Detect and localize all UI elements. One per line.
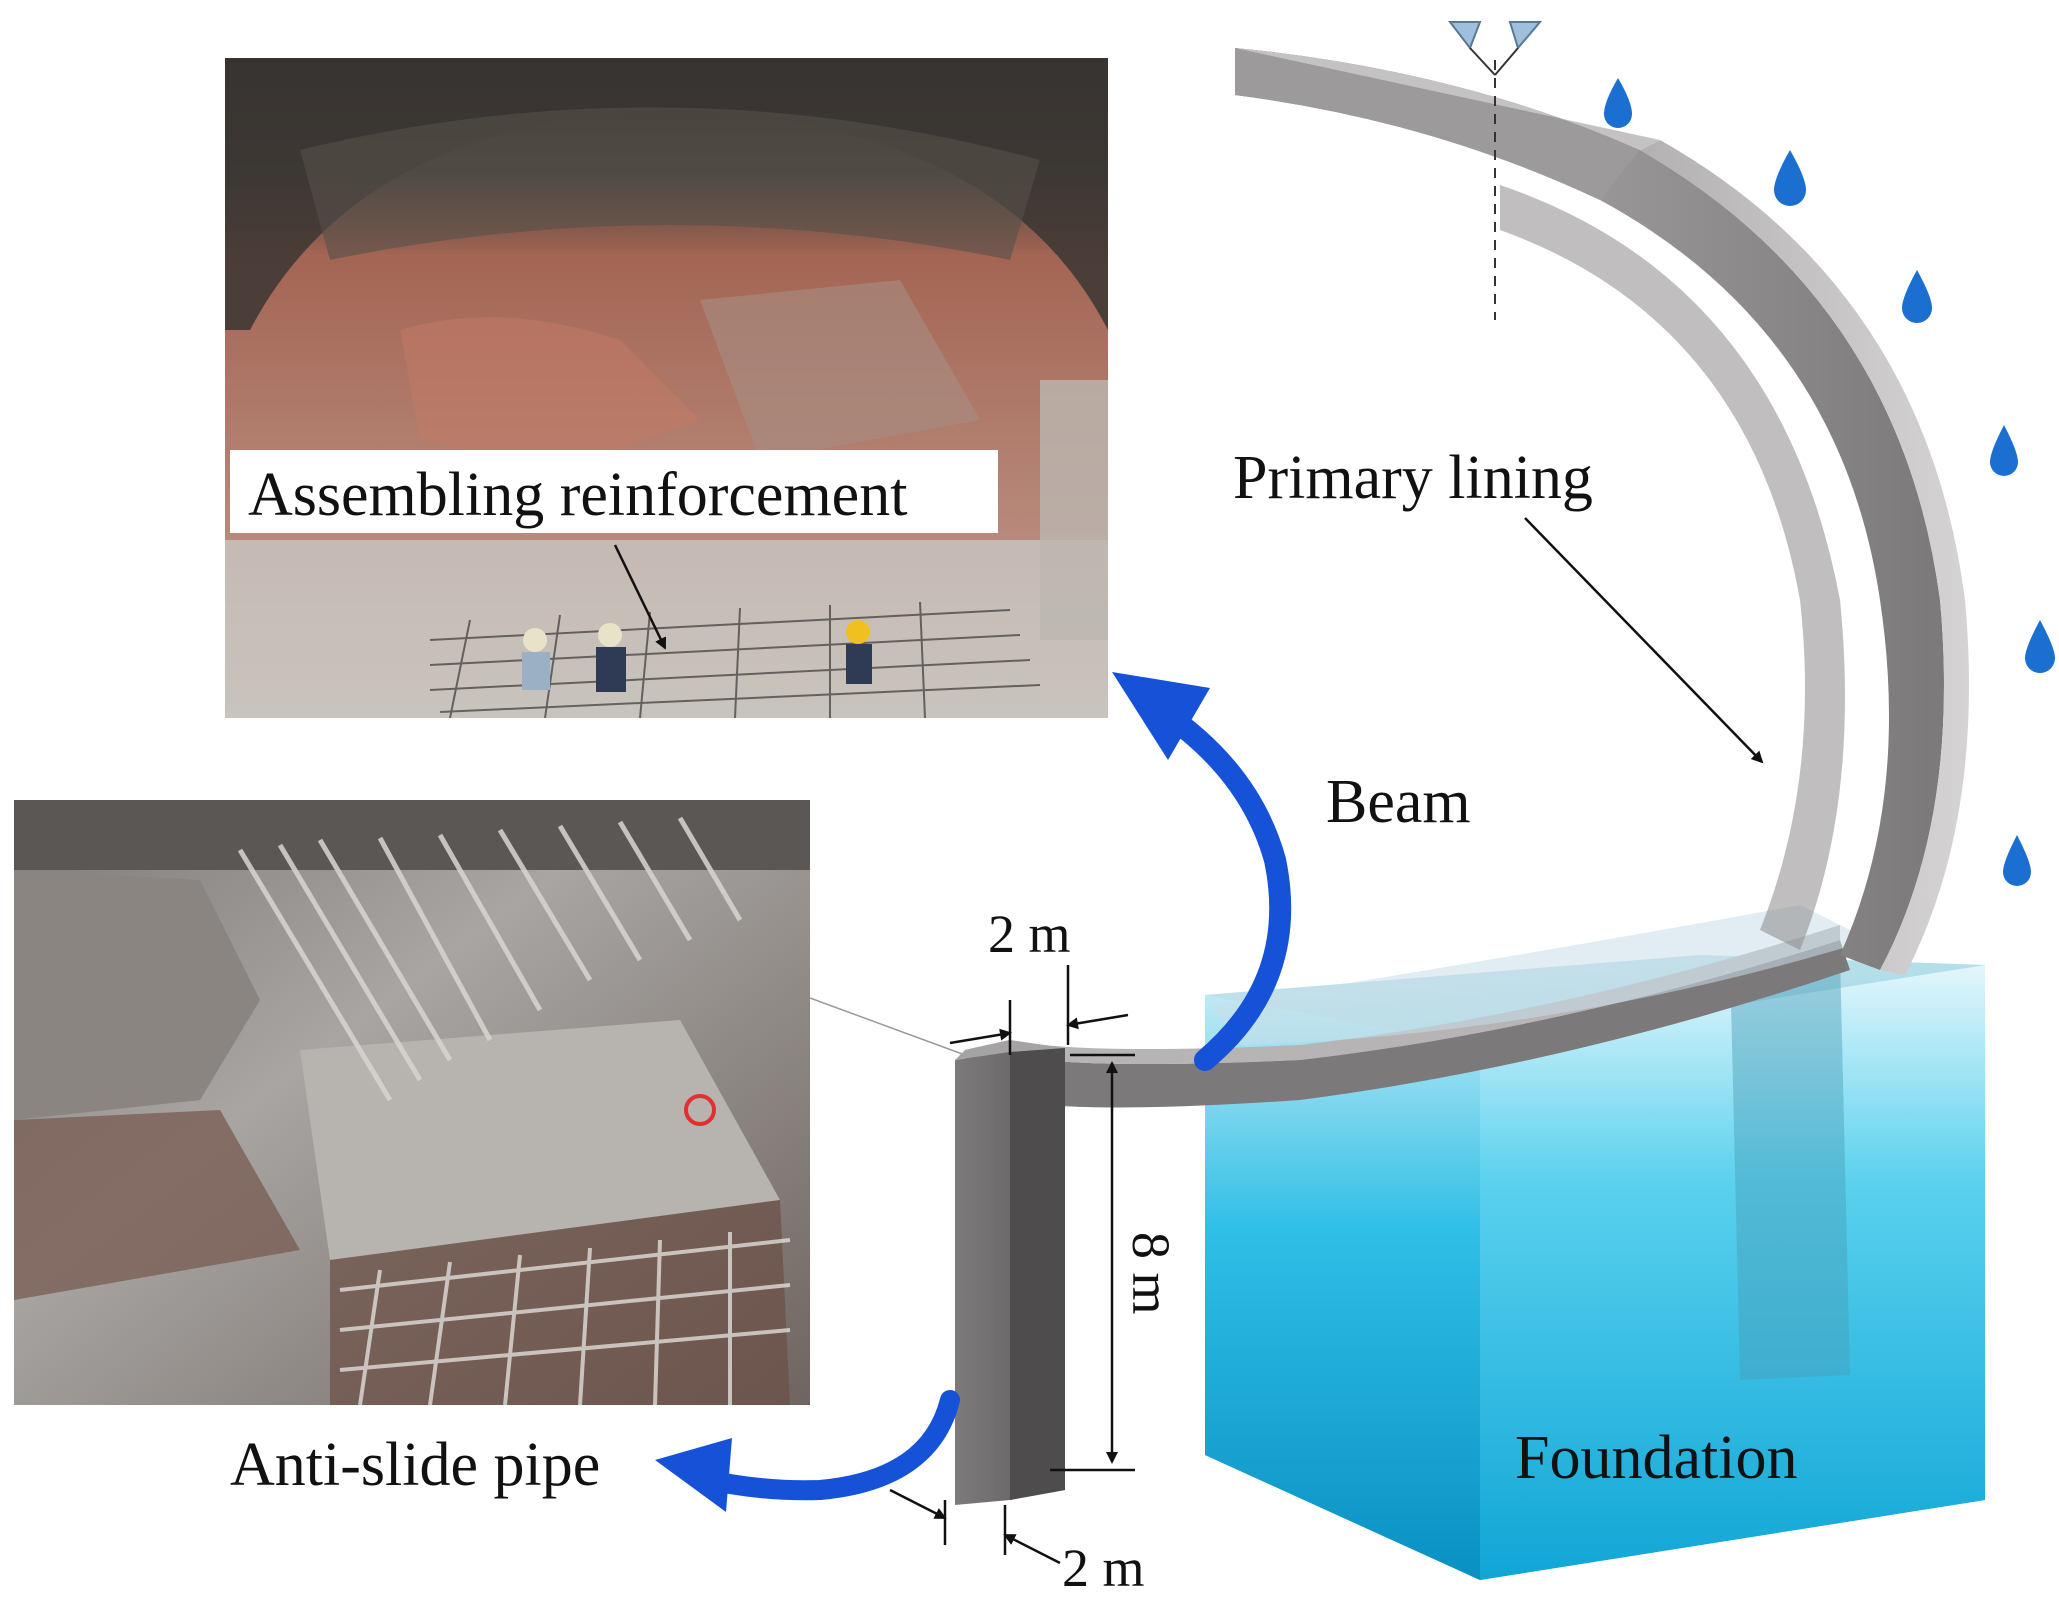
label-dim-height: 8 m bbox=[1121, 1232, 1181, 1315]
water-drop-icon bbox=[2003, 835, 2031, 886]
water-drops bbox=[1604, 78, 2055, 886]
reinforcement-pointer-line bbox=[613, 544, 667, 650]
foundation-block bbox=[1205, 955, 1985, 1580]
label-primary-lining: Primary lining bbox=[1233, 444, 1593, 512]
label-anti-slide-pipe: Anti-slide pipe bbox=[230, 1431, 600, 1499]
dimension-height bbox=[1050, 1053, 1135, 1472]
anti-slide-pipe-arrow bbox=[655, 1390, 960, 1512]
triangle-marker-icon bbox=[1447, 21, 1543, 320]
water-drop-icon bbox=[2025, 620, 2055, 673]
label-assembling-reinforcement: Assembling reinforcement bbox=[248, 461, 907, 529]
worker-figures bbox=[522, 620, 872, 692]
photo-assembling-reinforcement bbox=[225, 58, 1108, 719]
water-drop-icon bbox=[1902, 270, 1932, 323]
lining-pointer-line bbox=[1524, 517, 1764, 764]
photo-leader-line bbox=[809, 997, 966, 1056]
water-drop-icon bbox=[1990, 425, 2018, 476]
label-dim-bottom-width: 2 m bbox=[1062, 1538, 1145, 1598]
dimension-top-width bbox=[949, 965, 1129, 1055]
label-dim-top-width: 2 m bbox=[988, 904, 1071, 964]
label-beam: Beam bbox=[1326, 768, 1471, 836]
photo-anti-slide-pipe bbox=[14, 800, 810, 1406]
beam bbox=[1010, 905, 1870, 1108]
dimension-bottom-width bbox=[889, 1488, 1061, 1565]
primary-lining bbox=[1235, 48, 1969, 975]
beam-arrow bbox=[1112, 672, 1292, 1071]
label-box-assembling-reinforcement: Assembling reinforcement bbox=[230, 450, 998, 533]
water-drop-icon bbox=[1774, 150, 1806, 206]
label-foundation: Foundation bbox=[1515, 1424, 1797, 1492]
water-drop-icon bbox=[1604, 78, 1632, 128]
anti-slide-pile bbox=[955, 1040, 1065, 1505]
